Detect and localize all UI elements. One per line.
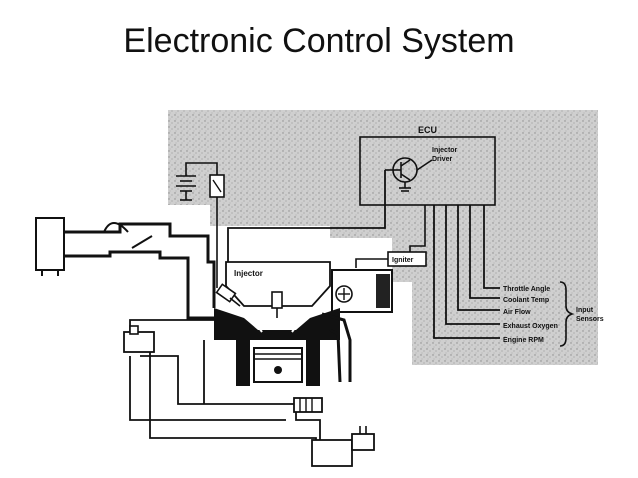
sensor-label-air-flow: Air Flow [503,309,531,316]
cylinder-head [214,308,340,340]
distributor [331,269,393,313]
igniter-label: Igniter [392,257,414,264]
exhaust-pipe [321,312,352,383]
slide-title: Electronic Control System [123,22,515,60]
input-sensors-label-line1: Input [576,307,594,314]
fuel-injector [215,283,241,307]
sensor-group-brace [559,281,575,347]
battery-symbol [176,166,196,201]
injector-driver-label-line1: Injector [432,147,458,154]
intake-valve [247,311,263,333]
injector-driver-transistor [385,157,433,192]
sensor-label-coolant-temp: Coolant Temp [503,297,549,304]
sensor-label-throttle-angle: Throttle Angle [503,286,550,293]
input-sensors-label-line2: Sensors [576,316,604,323]
throttle-valve [131,235,153,249]
injector-label: Injector [234,269,263,278]
sensor-label-exhaust-oxygen: Exhaust Oxygen [503,323,558,330]
fuel-filter [293,397,323,413]
injector-driver-label-line2: Driver [432,156,453,163]
shaded-background-region [168,110,598,365]
ecu-to-igniter-wire [409,205,426,252]
igniter-to-coil-wire [355,258,388,268]
intake-duct [64,222,216,320]
ecu-label: ECU [418,125,437,135]
ecu-box [359,136,496,206]
pressure-regulator [123,325,155,353]
spark-plug [271,291,283,318]
battery-wire [185,162,218,175]
injector-signal-wire [227,170,386,288]
airflow-meter-flap [103,222,129,233]
sensor-wires [433,205,500,339]
air-cleaner [35,217,65,271]
sensor-label-engine-rpm: Engine RPM [503,337,544,344]
exhaust-valve [291,311,307,333]
fuel-pump [311,426,375,467]
cylinder-block [236,340,320,386]
